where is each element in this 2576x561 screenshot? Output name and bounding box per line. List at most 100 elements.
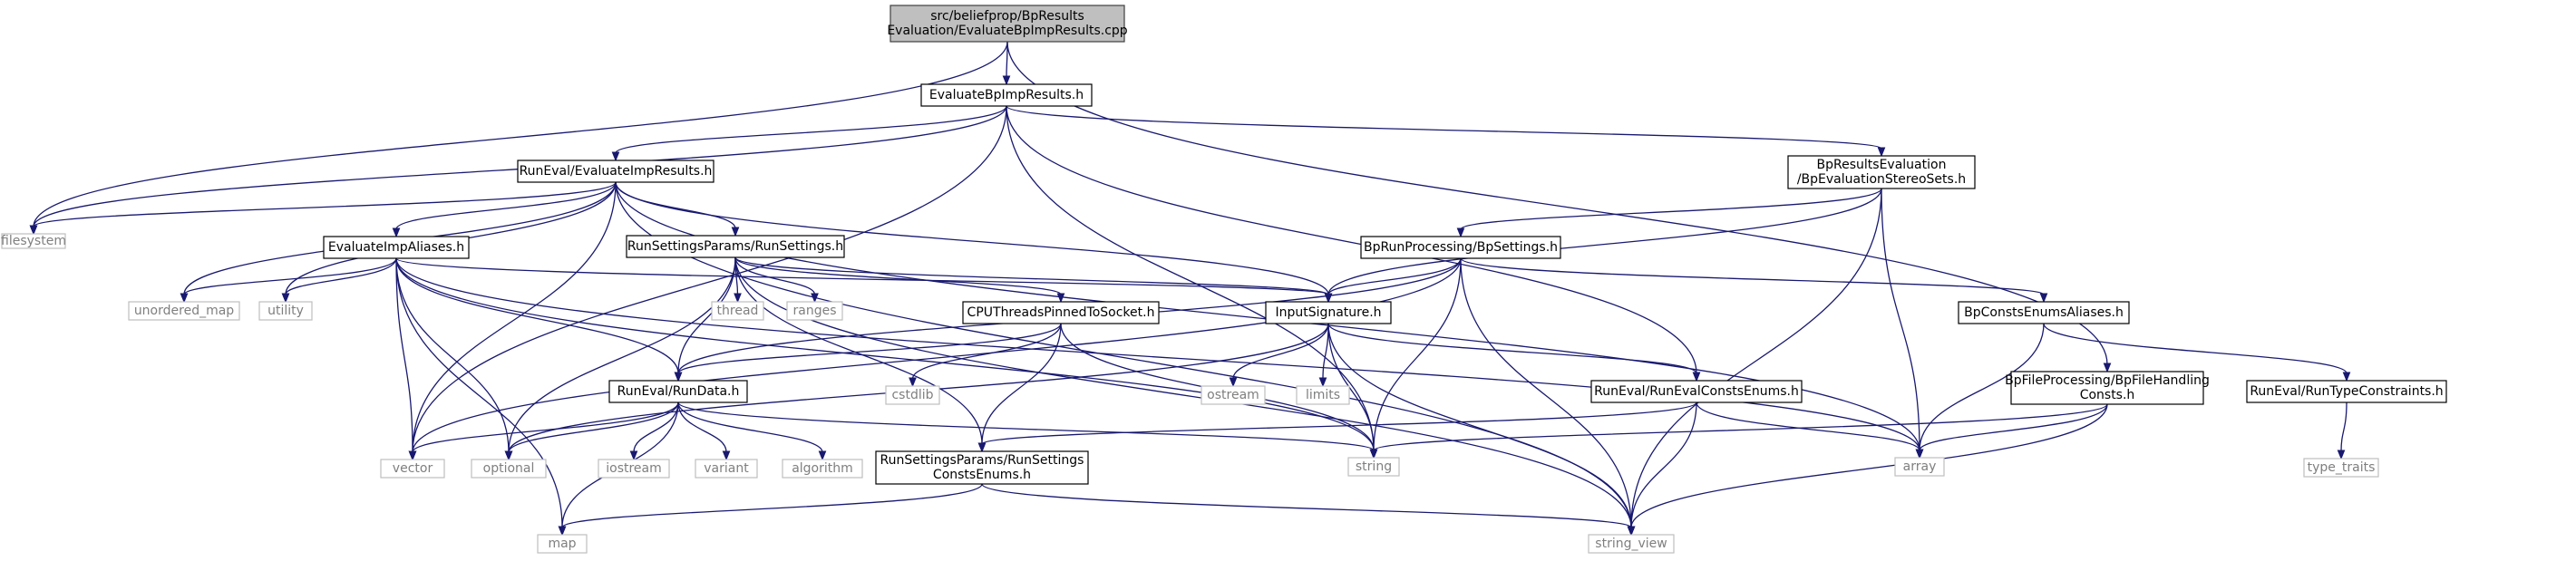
node-box: [517, 160, 714, 183]
edge-cputhreads-to-rerd: [674, 323, 1062, 382]
edge-line: [1630, 401, 1697, 528]
node-box: [626, 235, 845, 258]
node-label: array: [1903, 459, 1937, 474]
edge-arrowhead: [281, 293, 290, 304]
edge-line: [734, 256, 816, 295]
edge-line: [677, 401, 1375, 451]
edge-arrowhead: [1692, 372, 1701, 382]
node-unordered_map: unordered_map: [128, 301, 240, 321]
node-label: EvaluateImpAliases.h: [328, 240, 464, 255]
node-box: [962, 301, 1160, 324]
node-label: BpConstsEnumsAliases.h: [1964, 305, 2124, 320]
edge-line: [412, 181, 617, 453]
edge-line: [395, 257, 510, 453]
node-label: algorithm: [792, 461, 853, 476]
edge-eia-to-rerd: [395, 257, 683, 382]
node-label: map: [548, 537, 576, 551]
node-utility: utility: [258, 301, 313, 321]
edge-arrowhead: [2103, 363, 2112, 373]
node-label: RunSettingsParams/RunSettings.h: [627, 239, 843, 254]
edge-rerece-to-string_view: [1627, 401, 1697, 537]
node-root[interactable]: src/beliefprop/BpResultsEvaluation/Evalu…: [887, 5, 1128, 43]
edge-line: [1630, 188, 1882, 528]
edge-root-to-filesystem: [29, 41, 1008, 236]
node-map: map: [537, 534, 588, 554]
edge-line: [412, 257, 1462, 453]
edge-ebpir-to-bpress: [1006, 105, 1886, 158]
node-box: [1958, 301, 2130, 324]
node-label: src/beliefprop/BpResults: [930, 9, 1084, 24]
edge-cputhreads-to-cstdlib: [909, 323, 1062, 388]
node-box: [128, 301, 240, 321]
node-box: [695, 459, 758, 479]
node-box: [1787, 155, 1976, 189]
node-label: Evaluation/EvaluateBpImpResults.cpp: [887, 24, 1127, 38]
node-cputhreads[interactable]: CPUThreadsPinnedToSocket.h: [962, 301, 1160, 324]
edge-ebpir-to-string: [1006, 105, 1378, 459]
node-eia[interactable]: EvaluateImpAliases.h: [323, 236, 470, 259]
edge-arrowhead: [1002, 75, 1011, 86]
node-cstdlib: cstdlib: [885, 385, 940, 405]
node-ebpir[interactable]: EvaluateBpImpResults.h: [920, 83, 1093, 107]
node-box: [1, 233, 66, 249]
edge-eia-to-unordered_map: [180, 257, 397, 304]
node-type_traits: type_traits: [2303, 458, 2379, 478]
node-label: iostream: [606, 461, 662, 476]
edge-line: [677, 401, 727, 453]
edge-line: [412, 401, 679, 453]
node-bpress[interactable]: BpResultsEvaluation/BpEvaluationStereoSe…: [1787, 155, 1976, 189]
node-box: [471, 459, 547, 479]
node-rerece[interactable]: RunEval/RunEvalConstsEnums.h: [1590, 380, 1803, 403]
edge-bprps-to-vector: [408, 257, 1462, 461]
node-bpcea[interactable]: BpConstsEnumsAliases.h: [1958, 301, 2130, 324]
edge-arrowhead: [1056, 293, 1065, 304]
edge-arrowhead: [629, 450, 638, 461]
edge-line: [677, 256, 736, 374]
node-rertc[interactable]: RunEval/RunTypeConstraints.h: [2246, 380, 2447, 403]
node-label: Consts.h: [2080, 388, 2135, 402]
node-string: string: [1347, 457, 1400, 477]
edge-line: [33, 181, 617, 227]
node-box: [1590, 380, 1803, 403]
edge-line: [734, 256, 1632, 528]
edge-arrowhead: [1456, 227, 1465, 238]
node-box: [782, 459, 863, 479]
edge-bprps-to-bpcea: [1460, 257, 2048, 304]
edge-arrowhead: [504, 450, 513, 461]
edge-arrowhead: [2039, 293, 2048, 304]
node-label: string: [1356, 459, 1392, 474]
node-label: RunEval/RunData.h: [617, 384, 740, 399]
edge-line: [1696, 401, 1920, 451]
node-rerd[interactable]: RunEval/RunData.h: [608, 380, 748, 403]
node-label: EvaluateBpImpResults.h: [929, 88, 1084, 102]
edge-arrowhead: [818, 450, 827, 461]
node-rsprsce[interactable]: RunSettingsParams/RunSettingsConstsEnums…: [875, 450, 1089, 485]
node-label: ostream: [1207, 388, 1259, 402]
edge-line: [1919, 323, 2045, 451]
edge-rerd-to-vector: [408, 401, 679, 461]
node-optional: optional: [471, 459, 547, 479]
node-label: BpFileProcessing/BpFileHandling: [2005, 373, 2210, 388]
node-label: vector: [393, 461, 433, 476]
node-reeir[interactable]: RunEval/EvaluateImpResults.h: [517, 160, 714, 183]
node-box: [889, 5, 1125, 43]
node-iostream: iostream: [598, 459, 670, 479]
edge-line: [633, 401, 679, 453]
edge-line: [1006, 41, 2108, 365]
node-variant: variant: [695, 459, 758, 479]
node-bprps[interactable]: BpRunProcessing/BpSettings.h: [1360, 236, 1561, 259]
node-box: [2246, 380, 2447, 403]
edge-line: [395, 257, 1329, 295]
node-inputsig[interactable]: InputSignature.h: [1265, 301, 1392, 324]
edge-line: [911, 323, 1062, 380]
node-string_view: string_view: [1588, 534, 1675, 554]
edge-line: [395, 257, 413, 453]
node-box: [1588, 534, 1675, 554]
edge-line: [677, 401, 823, 453]
edge-line: [615, 181, 1329, 295]
node-rsprs[interactable]: RunSettingsParams/RunSettings.h: [626, 235, 845, 258]
nodes-layer: src/beliefprop/BpResultsEvaluation/Evalu…: [1, 5, 2447, 554]
node-box: [258, 301, 313, 321]
edge-arrowhead: [180, 293, 189, 304]
